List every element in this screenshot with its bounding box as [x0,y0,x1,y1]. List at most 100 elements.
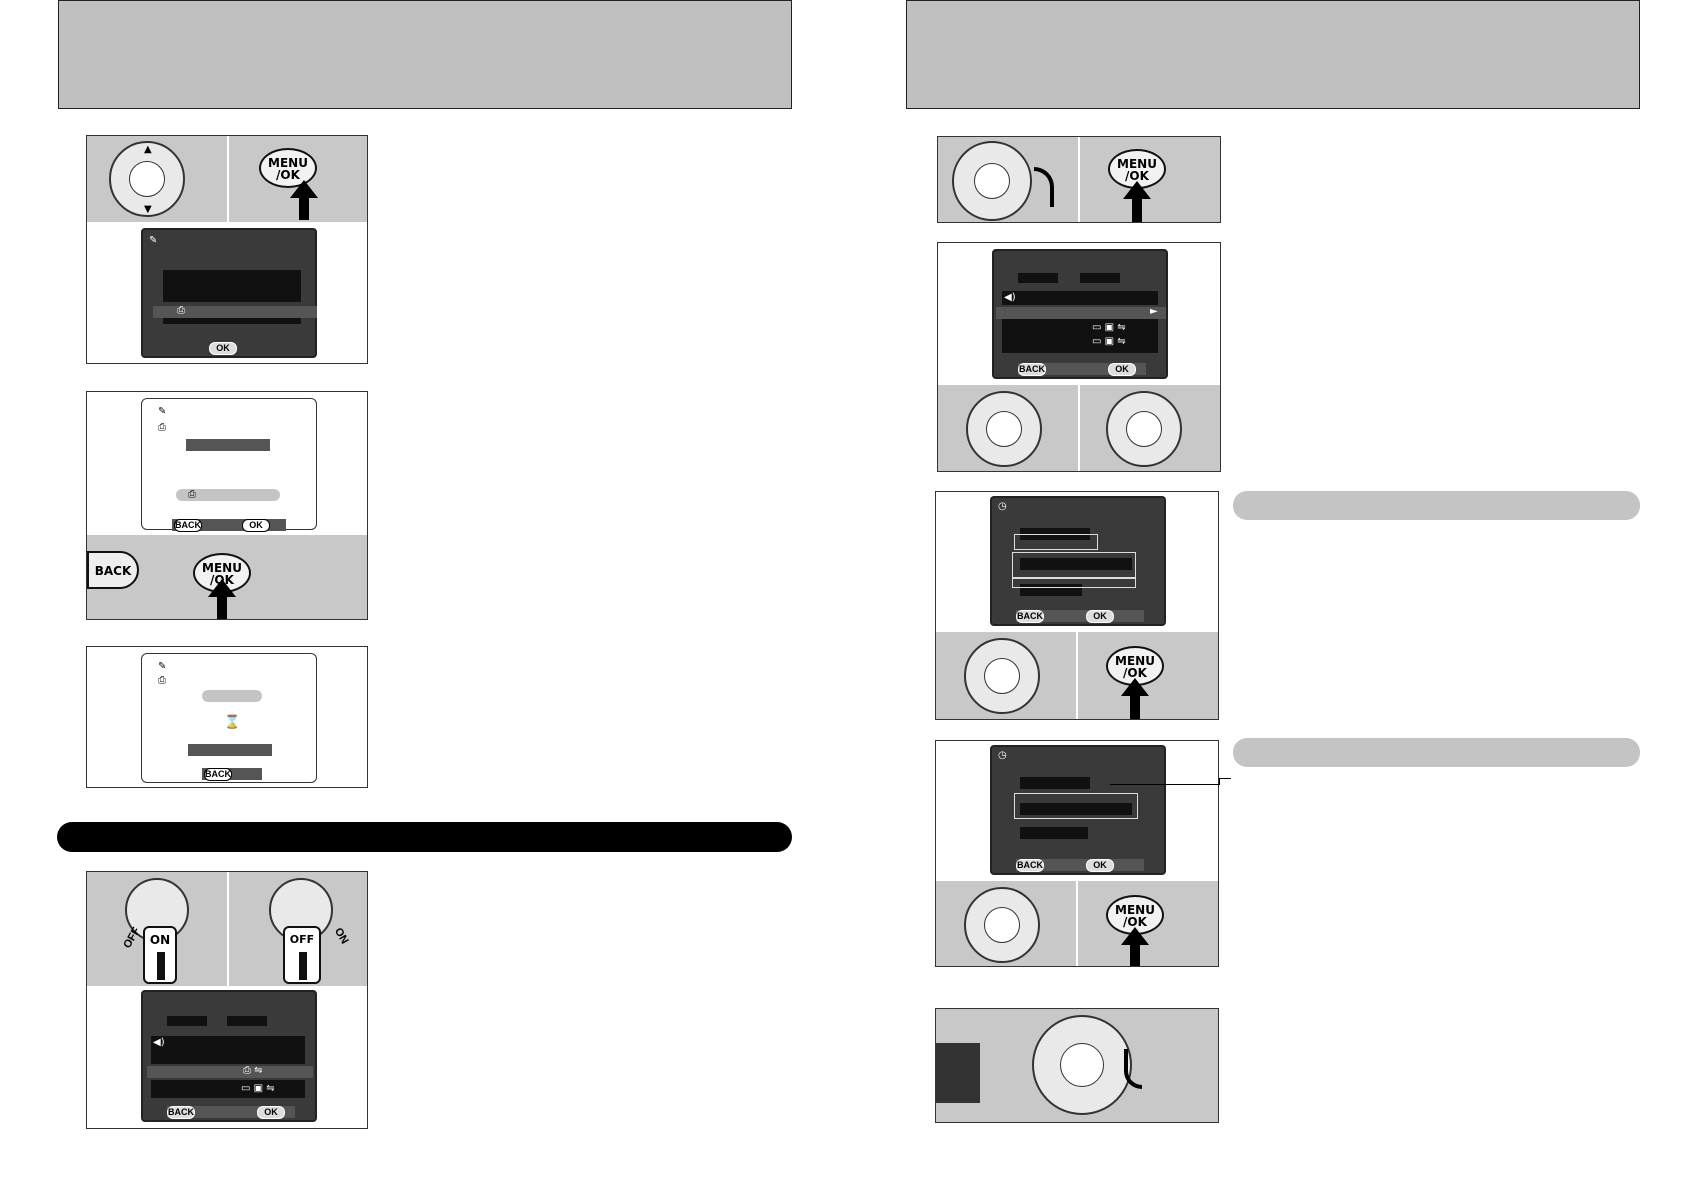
power-on-photo: OFF ON [87,872,227,986]
lcd-screen: ◷ BACK OK [990,745,1166,875]
ok-badge: OK [1086,610,1114,623]
card-usb-icon: ▭ ▣ ⇋ [1092,322,1126,333]
ok-badge: OK [209,342,237,355]
on-side-label: ON [331,925,351,947]
menu-ok-button[interactable]: MENU /OK [259,148,317,188]
printer-icon: ⎙ [158,675,166,686]
ok-badge: OK [257,1106,285,1119]
speaker-icon: ◀) [153,1037,165,1048]
back-badge: BACK [204,768,232,781]
print-pill: ⎙ [176,489,280,501]
progress-bar [188,744,272,756]
dial-photo [936,881,1076,966]
menu-row-selected: ► [996,307,1166,319]
info-bar [186,439,270,451]
wrench-icon: ✎ [149,235,158,246]
press-arrow-icon [290,180,318,198]
rotate-arrow-icon [1034,167,1054,207]
power-switch-on[interactable]: ON [143,926,177,984]
menu-ok-button[interactable]: MENU /OK [1106,646,1164,686]
ok-badge: OK [1108,363,1136,376]
lcd-screen: ✎ ⎙ ⎙ BACK OK [141,398,317,532]
footer-bar: BACK OK [167,1106,295,1119]
press-arrow-icon [208,579,236,597]
ok-badge: OK [242,519,270,532]
power-switch-off[interactable]: OFF [283,926,321,984]
menu-ok-button[interactable]: MENU /OK [1108,149,1166,189]
back-button-label: BACK [94,564,132,578]
dial-center [984,907,1020,943]
menu-ok-line1: MENU [1115,903,1155,917]
press-arrow-stem [1130,696,1140,719]
status-pill [202,690,262,702]
clock-icon: ◷ [998,750,1007,761]
right-arrow-icon: ► [1150,306,1158,317]
callout-line [1219,778,1220,785]
figure-camera-dial [935,1008,1219,1123]
back-button[interactable]: BACK [87,551,139,589]
menu-row-selected: ⎙ ⇋ [147,1066,313,1078]
power-off-photo: ON OFF [229,872,367,986]
date-field-outline [1012,552,1136,578]
printer-usb-icon: ⎙ ⇋ [243,1065,263,1076]
wrench-icon: ✎ [158,661,167,672]
figure-date-format: ◷ BACK OK MENU /OK [935,740,1219,967]
menu-row: ◀) [1002,291,1158,305]
menu-ok-line1: MENU [202,561,242,575]
four-way-dial [1032,1015,1132,1115]
date-field [1020,558,1132,570]
down-arrow-icon: ▼ [144,204,152,215]
footer-bar: BACK OK [172,519,286,532]
four-way-dial [966,391,1042,467]
lcd-screen: ✎ ⎙ OK [141,228,317,358]
switch-slot [299,952,307,980]
button-photo: MENU /OK [1080,137,1220,222]
section-heading-pill [1233,491,1640,520]
press-arrow-icon [1123,181,1151,199]
press-arrow-stem [1130,945,1140,966]
tab [227,1016,267,1026]
tab [167,1016,207,1026]
dial-photo [936,632,1076,719]
dial-photo [938,137,1078,222]
section-bar [57,822,792,852]
section-heading-pill [1233,738,1640,767]
press-arrow-stem [299,198,309,220]
menu-ok-line2: /OK [276,168,300,182]
button-photo: MENU /OK [1078,632,1218,719]
printer-icon: ⎙ [158,422,166,433]
callout-line [1219,778,1231,779]
lcd-screen: ◀) ► ▭ ▣ ⇋ ▭ ▣ ⇋ BACK OK [992,249,1168,379]
press-arrow-stem [1132,199,1142,222]
menu-row [163,318,301,324]
menu-ok-line1: MENU [1117,157,1157,171]
tab [1080,273,1120,283]
figure-print-confirm: ✎ ⎙ ⎙ BACK OK BACK MENU /OK [86,391,368,620]
menu-row-selected: ⎙ [153,306,317,318]
camera-photo [936,1009,1218,1122]
lcd-monitor [936,1043,980,1103]
footer-bar: BACK [202,768,262,781]
press-arrow-icon [1121,927,1149,945]
menu-ok-line2: /OK [1125,169,1149,183]
menu-row: ◀) [151,1036,305,1064]
footer-bar: BACK OK [1016,859,1144,872]
figure-power-switch: OFF ON ON OFF ◀) ⎙ ⇋ ▭ ▣ ⇋ BACK OK [86,871,368,1129]
on-label: ON [149,933,171,947]
figure-dial-menu: MENU /OK [937,136,1221,223]
menu-row: ▭ ▣ ⇋ [151,1080,305,1098]
menu-ok-line2: /OK [1123,666,1147,680]
button-photo: MENU /OK [1078,881,1218,966]
mode-dial [125,878,189,942]
date-field [1020,803,1132,815]
menu-row [163,270,301,302]
date-field-outline [1014,793,1138,819]
back-badge: BACK [1016,859,1044,872]
date-field-selected [1020,777,1090,789]
button-photo: MENU /OK [229,136,367,222]
menu-row: ▭ ▣ ⇋ ▭ ▣ ⇋ [1002,319,1158,353]
dial-photo [938,385,1078,471]
off-label: OFF [289,933,315,946]
dial-center [974,163,1010,199]
wrench-icon: ✎ [158,406,167,417]
